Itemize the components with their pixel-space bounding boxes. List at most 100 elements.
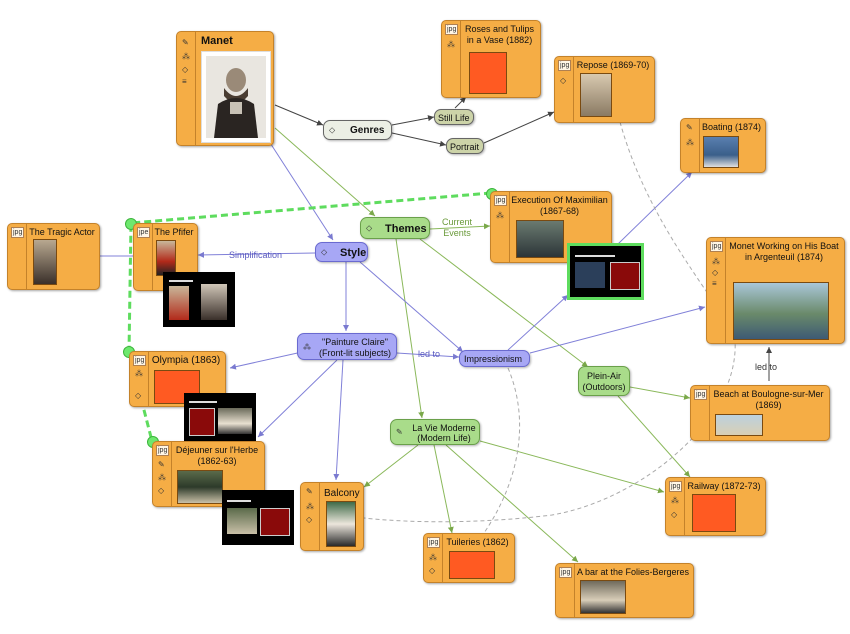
nodes-icon: ⁂: [182, 52, 190, 61]
card-title: Railway (1872-73): [687, 481, 761, 491]
card-title: Roses and Tulips in a Vase (1882): [464, 24, 535, 45]
card-monet[interactable]: jpg ⁂ ◇ ≡ Monet Working on His Boat in A…: [706, 237, 845, 344]
file-type-tag: jpg: [133, 355, 147, 366]
topic-still-life[interactable]: Still Life: [434, 109, 474, 125]
file-type-tag: jpg: [694, 389, 708, 400]
link-icon: ◇: [182, 65, 189, 74]
list-icon: ≡: [712, 279, 717, 288]
card-title: Beach at Boulogne-sur-Mer (1869): [713, 389, 824, 410]
nodes-icon: ⁂: [306, 502, 314, 511]
card-title: Olympia (1863): [151, 355, 221, 366]
thumbnail-placeholder: [449, 551, 495, 579]
topic-label: Still Life: [438, 113, 470, 123]
card-title: Monet Working on His Boat in Argenteuil …: [729, 241, 839, 262]
card-manet[interactable]: ✎ ⁂ ◇ ≡ Manet: [176, 31, 274, 146]
nodes-icon: ⁂: [303, 342, 311, 351]
card-roses[interactable]: jpg ⁂ Roses and Tulips in a Vase (1882): [441, 20, 541, 98]
card-beach[interactable]: jpg Beach at Boulogne-sur-Mer (1869): [690, 385, 830, 441]
link-icon: ◇: [306, 515, 313, 524]
preview-popup-pfifer: [163, 272, 235, 327]
link-icon: ◇: [671, 510, 678, 519]
topic-label: Style: [340, 247, 367, 259]
link-icon: ◇: [366, 223, 373, 233]
preview-popup-dejeuner: [222, 490, 294, 545]
nodes-icon: ⁂: [671, 496, 679, 505]
file-type-tag: jpg: [494, 195, 508, 206]
file-type-tag: jpg: [427, 537, 441, 548]
thumbnail-bar: [580, 580, 626, 614]
nodes-icon: ⁂: [496, 211, 504, 220]
pen-icon: ✎: [158, 460, 165, 469]
topic-style[interactable]: ◇ Style: [315, 242, 368, 262]
link-icon: ◇: [135, 391, 142, 400]
link-icon: ◇: [158, 486, 165, 495]
card-tuileries[interactable]: jpg ⁂ ◇ Tuileries (1862): [423, 533, 515, 583]
card-title: A bar at the Folies-Bergeres: [576, 567, 690, 577]
topic-genres[interactable]: ◇ Genres: [323, 120, 392, 140]
card-repose[interactable]: jpg ◇ Repose (1869-70): [554, 56, 655, 123]
topic-la-vie-moderne[interactable]: ✎ La Vie Moderne (Modern Life): [390, 419, 480, 445]
edge-label-current-events: Current Events: [441, 217, 472, 238]
nodes-icon: ⁂: [135, 369, 143, 378]
edge-label-simplification: Simplification: [229, 250, 283, 260]
card-title: Déjeuner sur l'Herbe (1862-63): [175, 445, 259, 466]
nodes-icon: ⁂: [429, 553, 437, 562]
pen-icon: ✎: [306, 487, 313, 496]
preview-popup-execution: [567, 243, 644, 300]
topic-label: Plein-Air (Outdoors): [582, 371, 626, 392]
topic-impressionism[interactable]: Impressionism: [459, 350, 530, 367]
card-title: The Tragic Actor: [29, 227, 95, 237]
file-type-tag: jpg: [11, 227, 25, 238]
card-title: Execution Of Maximilian (1867-68): [511, 195, 608, 216]
thumbnail-tragic-actor: [33, 239, 57, 285]
topic-portrait[interactable]: Portrait: [446, 138, 484, 154]
file-type-tag: jpe: [137, 227, 151, 238]
card-title: Balcony: [324, 488, 360, 499]
topic-label: La Vie Moderne (Modern Life): [412, 423, 476, 443]
thumbnail-balcony: [326, 501, 356, 547]
link-icon: ◇: [321, 247, 328, 257]
thumbnail-placeholder: [692, 494, 736, 532]
topic-label: Genres: [350, 125, 385, 136]
card-balcony[interactable]: ✎ ⁂ ◇ Balcony: [300, 482, 364, 551]
portrait-photo: [201, 51, 271, 143]
card-railway[interactable]: jpg ⁂ ◇ Railway (1872-73): [665, 477, 766, 536]
file-type-tag: jpg: [445, 24, 459, 35]
file-type-tag: jpg: [559, 567, 573, 578]
thumbnail-execution: [516, 220, 564, 258]
card-tragic-actor[interactable]: jpg The Tragic Actor: [7, 223, 100, 290]
thumbnail-placeholder: [469, 52, 507, 94]
preview-popup-olympia: [184, 393, 256, 441]
card-boating[interactable]: ✎ ⁂ Boating (1874): [680, 118, 766, 173]
thumbnail-beach: [715, 414, 763, 436]
pen-icon: ✎: [396, 427, 403, 437]
thumbnail-dejeuner: [177, 470, 223, 504]
nodes-icon: ⁂: [447, 40, 455, 49]
topic-label: Impressionism: [464, 354, 523, 364]
file-type-tag: jpg: [156, 445, 170, 456]
thumbnail-repose: [580, 73, 612, 117]
edge-label-led-to: led to: [418, 349, 441, 359]
topic-label: "Painture Claire" (Front-lit subjects): [318, 337, 391, 358]
link-icon: ◇: [560, 76, 567, 85]
portrait-photo-art: [206, 56, 266, 138]
nodes-icon: ⁂: [686, 138, 694, 147]
pen-icon: ✎: [686, 123, 693, 132]
file-type-tag: jpg: [710, 241, 724, 252]
card-title: Boating (1874): [701, 122, 762, 132]
topic-plein-air[interactable]: Plein-Air (Outdoors): [578, 366, 630, 396]
topic-themes[interactable]: ◇ Themes: [360, 217, 430, 239]
pen-icon: ✎: [182, 38, 189, 47]
topic-painture-claire[interactable]: ⁂ "Painture Claire" (Front-lit subjects): [297, 333, 397, 360]
thumbnail-monet: [733, 282, 829, 340]
link-icon: ◇: [329, 125, 336, 135]
nodes-icon: ⁂: [158, 473, 166, 482]
file-type-tag: jpg: [669, 481, 683, 492]
card-title: Manet: [201, 35, 233, 47]
list-icon: ≡: [182, 77, 187, 86]
card-title: Repose (1869-70): [576, 60, 650, 70]
edge-label-led-to: led to: [755, 362, 778, 372]
card-bar[interactable]: jpg A bar at the Folies-Bergeres: [555, 563, 694, 618]
card-title: The Pfifer: [154, 227, 194, 237]
